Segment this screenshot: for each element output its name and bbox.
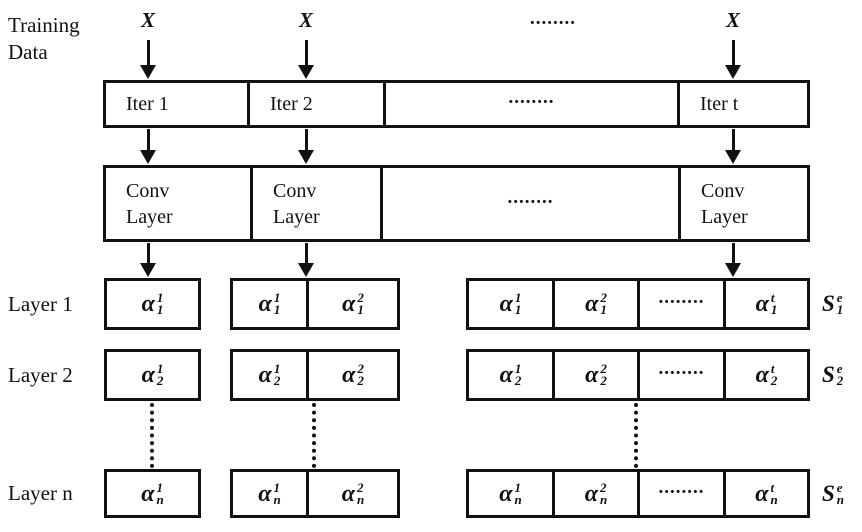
layer-n-label: Layer n [8, 481, 73, 505]
ellipsis-dots: ........ [507, 186, 554, 208]
arrow-x-to-iter-t [725, 40, 741, 79]
arrow-iter-to-conv-1 [140, 129, 156, 164]
ellipsis-dots: ........ [530, 8, 576, 29]
dotted-continuation-line-1 [150, 403, 154, 468]
iteration-band: Iter 1 Iter 2 ........ Iter t [103, 80, 810, 128]
arrow-iter-to-conv-2 [298, 129, 314, 164]
arrowhead-icon [725, 263, 741, 277]
arrow-conv-to-alpha-2 [298, 243, 314, 277]
conv-cell-t: Conv Layer [678, 168, 807, 239]
training-data-line2: Data [8, 40, 48, 64]
layer-2-label: Layer 2 [8, 362, 73, 387]
dots-cell: ........ [637, 352, 723, 398]
layer-1-label: Layer 1 [8, 291, 73, 316]
arrowhead-icon [298, 65, 314, 79]
dots-cell: ........ [637, 281, 723, 327]
arrow-x-to-iter-2 [298, 40, 314, 79]
iter-2-label: Iter 2 [270, 93, 313, 115]
iter-cell-t: Iter t [677, 83, 807, 125]
arrowhead-icon [725, 65, 741, 79]
input-x-1: X [140, 8, 155, 32]
input-dots-separator: ........ [508, 8, 598, 30]
input-x-2: X [298, 8, 313, 32]
conv-layer-t-label: Conv Layer [701, 179, 748, 228]
input-x-t: X [725, 8, 740, 32]
conv-cell-1: Conv Layer [106, 168, 250, 239]
iter-1-label: Iter 1 [126, 93, 169, 115]
arrow-conv-to-alpha-t [725, 243, 741, 277]
conv-layer-band: Conv Layer Conv Layer ........ Conv Laye… [103, 165, 810, 242]
training-data-label: Training Data [8, 12, 80, 66]
arrowhead-icon [140, 263, 156, 277]
dotted-continuation-line-2 [312, 403, 316, 468]
iter-cell-1: Iter 1 [106, 83, 247, 125]
conv-cell-2: Conv Layer [250, 168, 380, 239]
ellipsis-dots: ........ [658, 287, 705, 308]
arrowhead-icon [298, 150, 314, 164]
ellipsis-dots: ........ [658, 358, 705, 379]
arrowhead-icon [298, 263, 314, 277]
arrow-iter-to-conv-t [725, 129, 741, 164]
arrow-x-to-iter-1 [140, 40, 156, 79]
dots-cell: ........ [637, 472, 723, 515]
training-data-line1: Training [8, 13, 80, 37]
arrowhead-icon [140, 150, 156, 164]
dotted-continuation-line-3 [634, 403, 638, 468]
arrowhead-icon [140, 65, 156, 79]
conv-layer-1-label: Conv Layer [126, 179, 173, 228]
ellipsis-dots: ........ [508, 87, 555, 108]
arrow-conv-to-alpha-1 [140, 243, 156, 277]
iter-cell-2: Iter 2 [247, 83, 383, 125]
ellipsis-dots: ........ [658, 476, 705, 498]
conv-layer-2-label: Conv Layer [273, 179, 320, 228]
arrowhead-icon [725, 150, 741, 164]
conv-cell-dots: ........ [380, 168, 678, 239]
iter-cell-dots: ........ [383, 83, 677, 125]
iter-t-label: Iter t [700, 93, 739, 115]
